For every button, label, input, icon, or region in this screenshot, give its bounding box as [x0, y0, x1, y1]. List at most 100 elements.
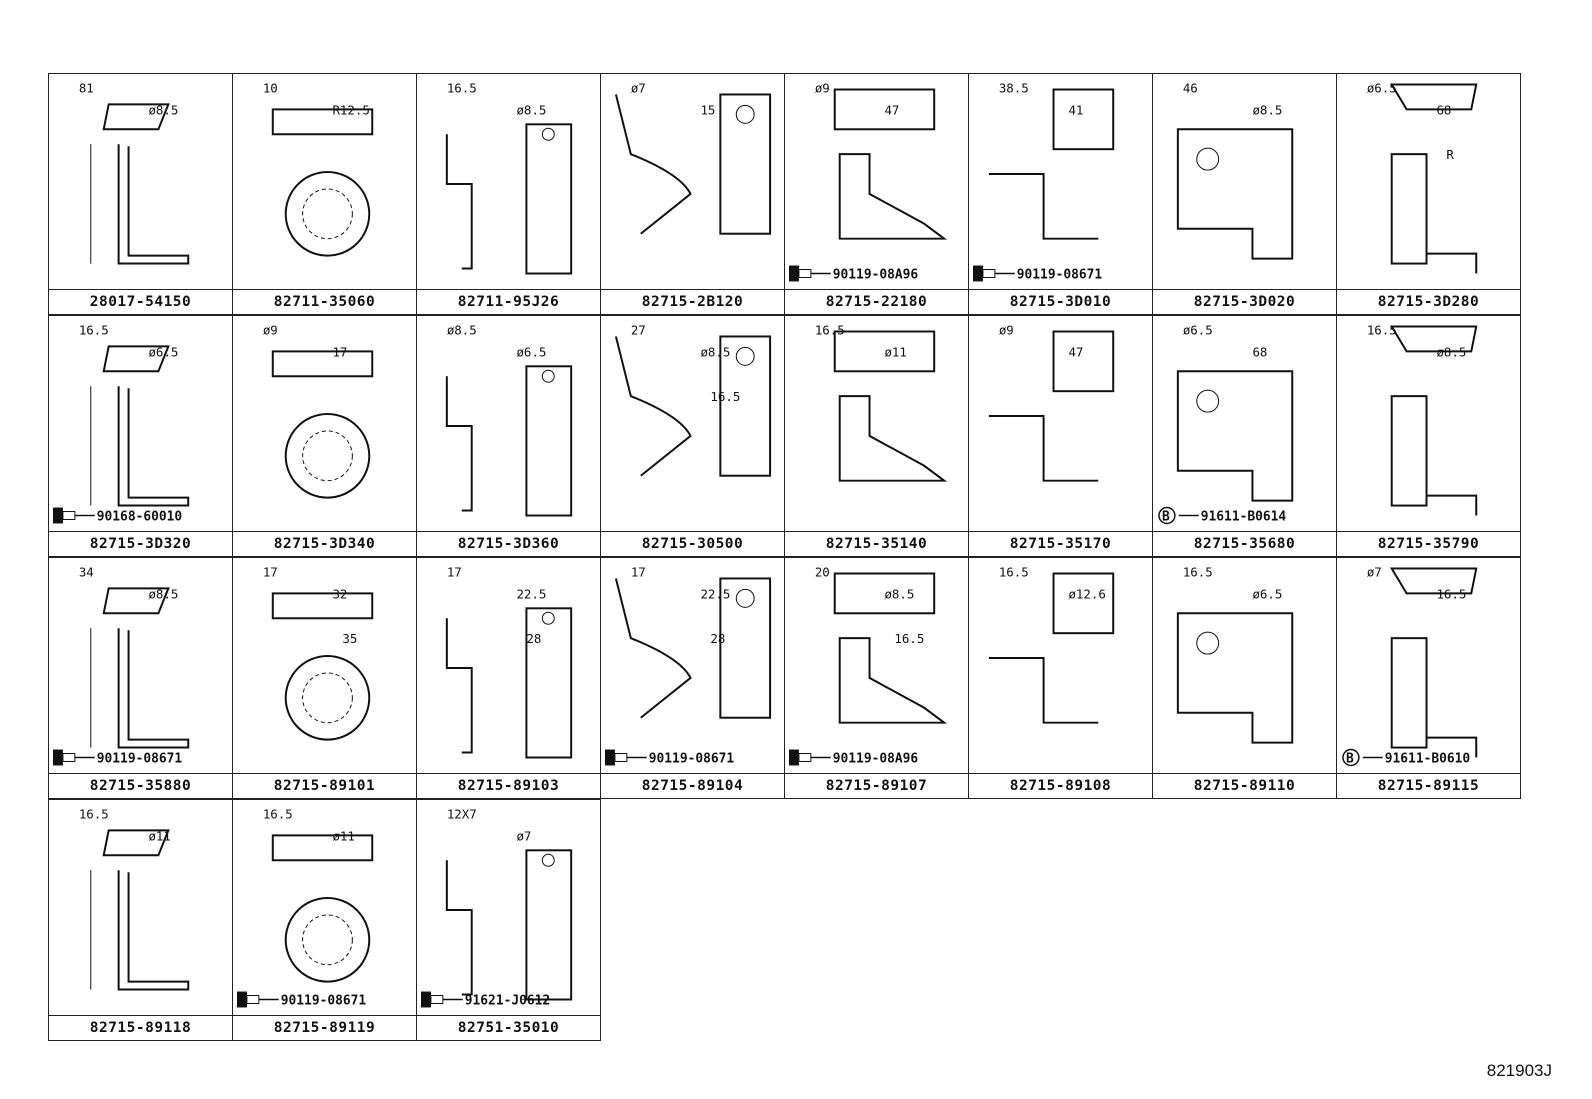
dimension-label: 12X7	[447, 806, 477, 821]
bolt-part-number: 90119-08671	[281, 993, 367, 1008]
part-cell: ø8.5 ø6.5 82715-3D360	[416, 315, 601, 557]
dimension-label: 16.5	[815, 322, 845, 337]
dimension-label: ø6.5	[516, 344, 546, 359]
dimension-label: ø11	[148, 828, 170, 843]
dimension-label: ø8.5	[700, 344, 730, 359]
bolt-icon	[788, 265, 812, 282]
dimension-label: ø6.5	[1183, 322, 1213, 337]
bolt-part-number: 90119-08671	[1017, 267, 1103, 282]
part-number: 82715-3D010	[969, 289, 1152, 314]
part-illustration: ø6.5 68B 91611-B0614	[1158, 322, 1294, 524]
part-number: 82715-35790	[1337, 531, 1520, 556]
dimension-label: 27	[631, 322, 646, 337]
dimension-label: ø8.5	[884, 586, 914, 601]
dimension-label: ø8.5	[148, 102, 178, 117]
dimension-label: 68	[1436, 102, 1451, 117]
part-number: 82715-3D020	[1153, 289, 1336, 314]
bolt-part-number: 90119-08A96	[833, 267, 919, 282]
bolt-icon	[972, 265, 996, 282]
part-number: 82715-3D360	[417, 531, 600, 556]
part-illustration: ø8.5 ø6.5	[445, 322, 573, 517]
part-number: 82715-89103	[417, 773, 600, 798]
part-number: 82715-3D340	[233, 531, 416, 556]
dimension-label: R	[1446, 147, 1454, 162]
dimension-label: 16.5	[894, 631, 924, 646]
bolt-icon	[52, 507, 76, 524]
part-number: 82715-89104	[601, 773, 784, 798]
dimension-label: 16.5	[1436, 586, 1466, 601]
dimension-label: 47	[884, 102, 899, 117]
part-number: 82715-3D280	[1337, 289, 1520, 314]
bolt-part-number: 90168-60010	[97, 509, 182, 524]
dimension-label: 81	[79, 80, 94, 95]
part-illustration: 16.5ø6.5	[1176, 564, 1294, 744]
part-number: 82715-89119	[233, 1015, 416, 1040]
dimension-label: ø8.5	[516, 102, 546, 117]
part-number: 82715-89118	[49, 1015, 232, 1040]
part-illustration: 16.5ø8.5	[1367, 322, 1478, 516]
dimension-label: 35	[342, 631, 357, 646]
part-number: 82715-35140	[785, 531, 968, 556]
dimension-label: ø8.5	[1436, 344, 1466, 359]
dimension-label: 28	[526, 631, 541, 646]
part-number: 82715-3D320	[49, 531, 232, 556]
bolt-part-number: 91611-B0614	[1201, 509, 1287, 524]
part-illustration: 81 ø8.5	[79, 80, 190, 265]
dimension-label: 28	[710, 631, 725, 646]
dimension-label: ø11	[884, 344, 906, 359]
dimension-label: ø8.5	[148, 586, 178, 601]
dimension-label: ø8.5	[447, 322, 477, 337]
bolt-icon: B	[1158, 506, 1176, 524]
bolt-icon: B	[1342, 748, 1360, 766]
bolt-icon	[788, 749, 812, 766]
part-number: 82715-89115	[1337, 773, 1520, 798]
part-number: 82751-35010	[417, 1015, 600, 1040]
dimension-label: 16.5	[1183, 564, 1213, 579]
bolt-icon	[52, 749, 76, 766]
part-number: 82711-35060	[233, 289, 416, 314]
part-number: 82715-35880	[49, 773, 232, 798]
dimension-label: 34	[79, 564, 94, 579]
part-number: 82715-89110	[1153, 773, 1336, 798]
dimension-label: 47	[1068, 344, 1083, 359]
bolt-icon	[236, 991, 260, 1008]
dimension-label: ø8.5	[1252, 102, 1282, 117]
part-number: 82715-35680	[1153, 531, 1336, 556]
dimension-label: ø7	[516, 828, 531, 843]
dimension-label: R12.5	[332, 102, 369, 117]
dimension-label: 68	[1252, 344, 1267, 359]
part-number: 82715-22180	[785, 289, 968, 314]
dimension-label: 10	[263, 80, 278, 95]
part-illustration: 16.5ø8.5	[445, 80, 573, 275]
